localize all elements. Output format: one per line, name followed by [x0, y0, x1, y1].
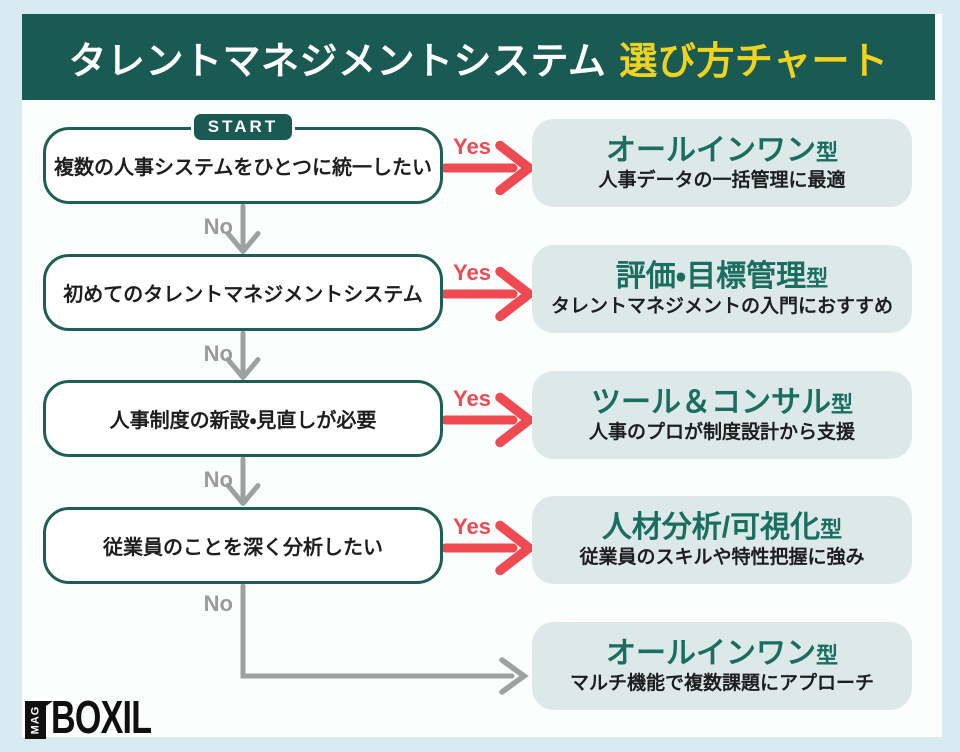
result-title-text: オールインワン [605, 637, 816, 670]
yes-label: Yes [453, 386, 491, 411]
yes-label: Yes [453, 260, 491, 285]
result-title: ツール＆コンサル型 [591, 388, 853, 418]
mag-badge-label: MAG [29, 705, 42, 735]
result-box-5: オールインワン型 マルチ機能で複数課題にアプローチ [532, 622, 912, 710]
result-type-suffix: 型 [820, 517, 843, 542]
result-box-2: 評価・目標管理型 タレントマネジメントの入門におすすめ [532, 245, 912, 333]
yes-label: Yes [453, 134, 491, 159]
result-title-text: オールインワン [605, 134, 816, 167]
question-box-1: 複数の人事システムをひとつに統一したい [43, 127, 443, 204]
no-arrow-2 [225, 330, 261, 380]
result-box-1: オールインワン型 人事データの一括管理に最適 [532, 119, 912, 207]
no-arrow-1 [225, 203, 261, 254]
header-banner: タレントマネジメントシステム 選び方チャート [22, 14, 935, 100]
no-label: No [203, 591, 233, 616]
result-box-3: ツール＆コンサル型 人事のプロが制度設計から支援 [532, 371, 912, 459]
yes-arrow-2 [440, 266, 534, 322]
page-title: タレントマネジメントシステム [68, 40, 607, 83]
question-text: 人事制度の新設・見直しが必要 [109, 410, 377, 432]
no-label: No [203, 341, 233, 366]
result-description: 人事のプロが制度設計から支援 [588, 422, 855, 443]
result-description: 人事データの一括管理に最適 [598, 170, 846, 191]
question-text: 複数の人事システムをひとつに統一したい [54, 157, 432, 179]
mag-badge: MAG [25, 701, 53, 739]
start-badge: START [191, 111, 295, 143]
result-type-suffix: 型 [806, 266, 829, 291]
yes-arrow-1 [440, 140, 534, 196]
question-box-4: 従業員のことを深く分析したい [43, 507, 443, 584]
question-box-3: 人事制度の新設・見直しが必要 [43, 380, 443, 457]
result-title-text: 評価・目標管理 [615, 260, 807, 293]
question-text: 初めてのタレントマネジメントシステム [63, 284, 423, 306]
no-label: No [203, 467, 233, 492]
page-title-accent: 選び方チャート [619, 40, 889, 83]
question-text: 従業員のことを深く分析したい [103, 537, 383, 559]
result-description: タレントマネジメントの入門におすすめ [550, 296, 893, 317]
result-title: 人材分析/可視化型 [602, 513, 842, 543]
yes-arrow-4 [440, 520, 534, 576]
no-label: No [203, 214, 233, 239]
result-type-suffix: 型 [830, 392, 853, 417]
result-title-text: ツール＆コンサル [590, 386, 831, 419]
result-type-suffix: 型 [815, 140, 838, 165]
result-title-text: 人材分析/可視化 [601, 511, 821, 544]
question-box-2: 初めてのタレントマネジメントシステム [43, 254, 443, 331]
yes-label: Yes [453, 514, 491, 539]
result-description: マルチ機能で複数課題にアプローチ [569, 673, 874, 694]
yes-arrow-3 [440, 392, 534, 448]
result-box-4: 人材分析/可視化型 従業員のスキルや特性把握に強み [532, 496, 912, 584]
mag-badge-flag-icon [46, 701, 53, 710]
result-title: オールインワン型 [606, 639, 838, 669]
no-path-final [240, 583, 529, 695]
result-title: オールインワン型 [606, 136, 838, 166]
no-arrow-3 [225, 456, 261, 506]
result-type-suffix: 型 [815, 643, 838, 668]
result-title: 評価・目標管理型 [616, 262, 828, 292]
result-description: 従業員のスキルや特性把握に強み [579, 547, 865, 568]
boxil-wordmark: BOXIL [51, 691, 152, 743]
